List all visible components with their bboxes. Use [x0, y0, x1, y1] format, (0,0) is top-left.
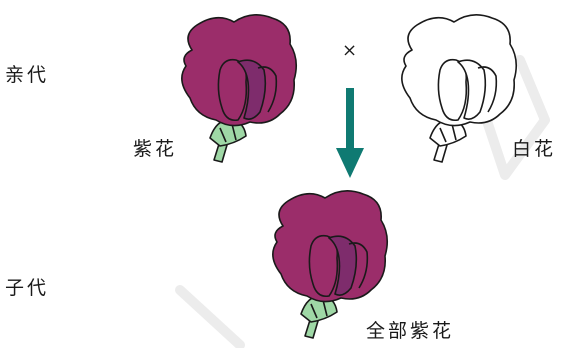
offspring-generation-label: 子代: [5, 277, 50, 299]
purple-flower-offspring: [272, 190, 389, 339]
purple-flower-label: 紫花: [133, 138, 178, 160]
parent-generation-label: 亲代: [5, 64, 50, 86]
all-purple-label: 全部紫花: [366, 320, 455, 342]
down-arrow-icon: [336, 88, 364, 178]
purple-flower-parent: [181, 14, 298, 163]
white-flower-parent: [401, 14, 518, 163]
white-flower-label: 白花: [512, 138, 557, 160]
cross-symbol: ×: [342, 40, 358, 61]
